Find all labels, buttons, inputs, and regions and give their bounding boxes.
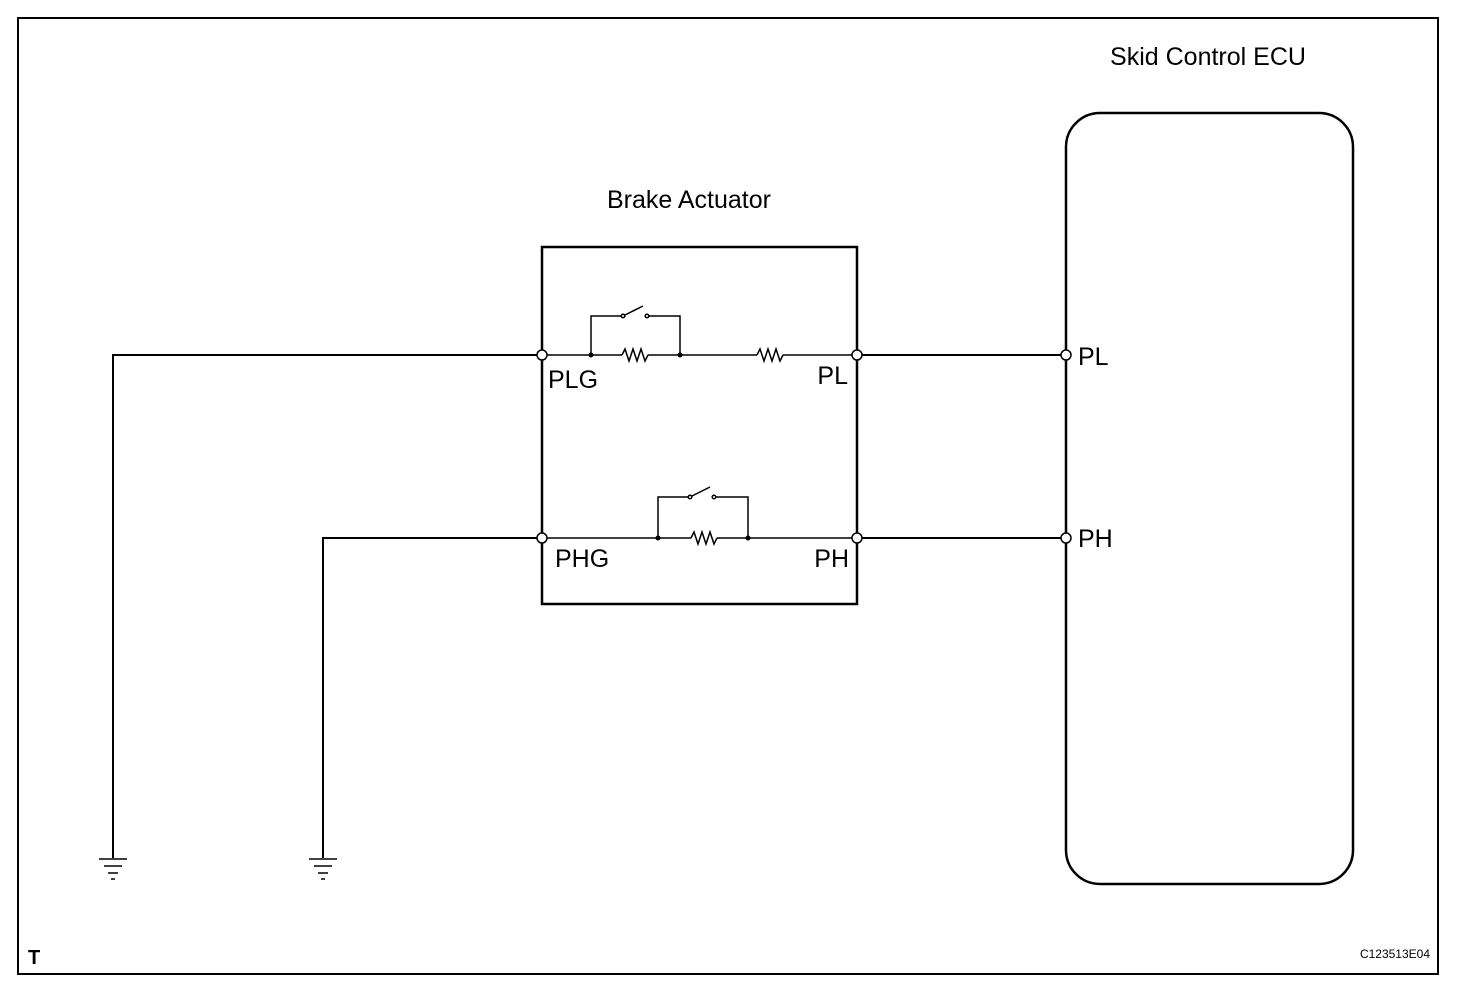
switch-contact [711, 494, 717, 500]
phg-ground-wire [322, 537, 537, 858]
terminal-icon [1060, 532, 1072, 544]
switch-bypass-wire [716, 496, 749, 538]
corner-marker: T [28, 947, 40, 969]
ground-icon [99, 858, 127, 880]
switch-icon [689, 486, 711, 498]
terminal-icon [851, 349, 863, 361]
pin-label-plg: PLG [548, 366, 598, 394]
terminal-icon [1060, 349, 1072, 361]
switch-contact [644, 313, 650, 319]
junction-dot [677, 352, 683, 358]
ground-icon [309, 858, 337, 880]
switch-bypass-wire [649, 315, 681, 355]
pin-label-ph-actuator: PH [814, 545, 849, 573]
brake-actuator-box [540, 245, 859, 606]
junction-dot [655, 535, 661, 541]
switch-bypass-wire [657, 496, 690, 538]
switch-icon [622, 305, 644, 317]
resistor-icon [621, 346, 649, 364]
junction-dot [588, 352, 594, 358]
terminal-icon [851, 532, 863, 544]
pin-label-ph-ecu: PH [1078, 525, 1113, 553]
terminal-icon [536, 532, 548, 544]
skid-control-ecu-box [1064, 111, 1355, 886]
junction-dot [745, 535, 751, 541]
resistor-icon [690, 529, 718, 547]
pin-label-pl-actuator: PL [817, 362, 848, 390]
switch-contact [687, 494, 693, 500]
skid-control-ecu-title: Skid Control ECU [1110, 43, 1306, 71]
diagram-frame [17, 17, 1439, 975]
pin-label-phg: PHG [555, 545, 609, 573]
pin-label-pl-ecu: PL [1078, 343, 1109, 371]
brake-actuator-title: Brake Actuator [607, 186, 771, 214]
resistor-icon [756, 346, 784, 364]
switch-contact [620, 313, 626, 319]
figure-code: C123513E04 [1360, 947, 1430, 961]
terminal-icon [536, 349, 548, 361]
switch-bypass-wire [590, 315, 623, 355]
plg-ground-wire [112, 354, 537, 858]
